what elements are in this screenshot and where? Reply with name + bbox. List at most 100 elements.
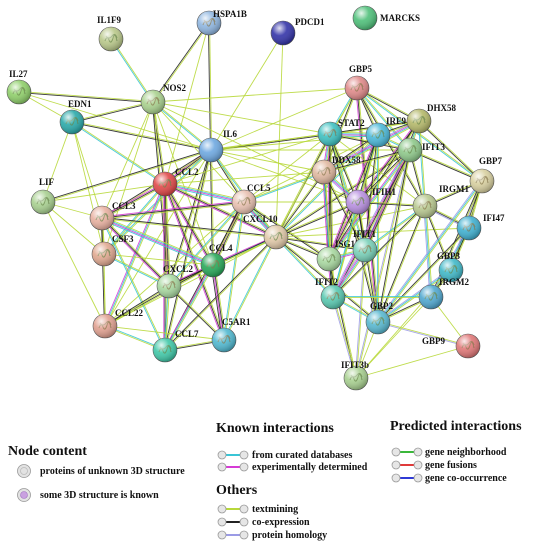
- node-ifit3[interactable]: IFIT3: [397, 137, 446, 163]
- edge-ifit3-ddx58: [324, 150, 411, 174]
- node-ifit1[interactable]: IFIT1: [352, 229, 378, 263]
- node-irf9[interactable]: IRF9: [365, 116, 406, 148]
- node-il6[interactable]: IL6: [198, 129, 238, 163]
- node-gbp2[interactable]: GBP2: [365, 301, 394, 335]
- edge-il1f9-nos2: [110, 39, 153, 103]
- node-marcks[interactable]: MARCKS: [352, 5, 420, 31]
- edge-cxcl10-ccl7: [165, 237, 277, 351]
- edge-ccl4-ccl22: [105, 265, 214, 327]
- edge-nos2-cxcl10: [152, 101, 277, 238]
- node-edn1-gloss: [60, 110, 84, 134]
- node-gbp9[interactable]: GBP9: [422, 333, 481, 359]
- node-ifih1[interactable]: IFIH1: [345, 187, 397, 215]
- node-ifit2[interactable]: IFIT2: [315, 277, 346, 310]
- node-gbp3[interactable]: GBP3: [437, 251, 464, 283]
- node-ccl4-label: CCL4: [209, 243, 233, 253]
- edge-ddx58-ifit1: [323, 172, 365, 251]
- edge-hspa1b-nos2: [153, 23, 210, 103]
- node-ddx58[interactable]: DDX58: [311, 155, 361, 185]
- node-ccl7[interactable]: CCL7: [152, 329, 199, 363]
- node-ccl3[interactable]: CCL3: [89, 201, 136, 231]
- node-cxcl10-label: CXCL10: [243, 214, 278, 224]
- legend-coexpression-label: co-expression: [252, 517, 310, 528]
- edge-ccl5-ddx58: [244, 172, 325, 203]
- node-gbp5[interactable]: GBP5: [344, 64, 373, 101]
- leg-fusion-end-2: [413, 460, 423, 470]
- node-gbp7[interactable]: GBP7: [469, 156, 503, 194]
- node-nos2[interactable]: NOS2: [140, 83, 187, 115]
- edge-ccl5-cxcl2: [168, 201, 244, 286]
- edge-cxcl10-c5ar1: [223, 236, 276, 340]
- edge-ddx58-ifit1: [324, 171, 366, 250]
- edge-hspa1b-il6: [207, 23, 211, 151]
- edge-ccl2-cxcl10: [164, 183, 277, 238]
- node-stat2-label: STAT2: [338, 118, 365, 128]
- node-il1f9[interactable]: IL1F9: [97, 15, 124, 52]
- edge-ifit3-ifit2: [332, 149, 410, 297]
- edge-ccl2-ccl22: [105, 184, 167, 327]
- node-cxcl2[interactable]: CXCL2: [156, 264, 194, 299]
- edge-ccl4-c5ar1: [214, 264, 227, 340]
- edge-ccl2-ccl22: [103, 183, 165, 326]
- edge-cxcl10-ccl7: [164, 236, 276, 350]
- node-irgm1[interactable]: IRGM1: [412, 184, 469, 219]
- node-ifit3b[interactable]: IFIT3b: [341, 360, 369, 391]
- node-ddx58-label: DDX58: [332, 155, 361, 165]
- edge-gbp9-ifit3b: [355, 345, 469, 379]
- node-il27[interactable]: IL27: [6, 69, 32, 105]
- edge-cxcl10-ccl3: [102, 216, 277, 237]
- node-pdcd1[interactable]: PDCD1: [270, 17, 325, 46]
- edge-nos2-ccl3: [101, 101, 154, 219]
- edge-dhx58-irgm1: [417, 121, 425, 207]
- node-ifit2-label: IFIT2: [315, 277, 339, 287]
- edge-edn1-ccl2: [71, 122, 165, 185]
- edge-ccl3-ccl4: [101, 218, 213, 266]
- node-dhx58-gloss: [407, 109, 431, 133]
- edge-ccl3-ccl7: [102, 217, 166, 350]
- edge-dhx58-irgm1: [419, 120, 427, 206]
- node-ddx58-gloss: [312, 160, 336, 184]
- edge-dhx58-ifih1: [357, 120, 420, 203]
- edge-irgm1-gbp2: [377, 205, 425, 322]
- node-stat2[interactable]: STAT2: [317, 118, 365, 147]
- node-ccl4[interactable]: CCL4: [200, 243, 233, 278]
- edge-edn1-csf3: [71, 121, 105, 255]
- edge-cxcl10-ifih1: [275, 201, 358, 237]
- node-c5ar1[interactable]: C5AR1: [211, 317, 251, 353]
- edge-irgm1-irgm2: [423, 206, 431, 298]
- node-ccl2[interactable]: CCL2: [152, 167, 199, 197]
- node-irgm2[interactable]: IRGM2: [418, 277, 469, 310]
- node-dhx58[interactable]: DHX58: [406, 103, 456, 134]
- node-lif[interactable]: LIF: [30, 177, 56, 215]
- node-edn1[interactable]: EDN1: [59, 99, 92, 135]
- node-csf3[interactable]: CSF3: [91, 234, 134, 267]
- node-stat2-gloss: [318, 122, 342, 146]
- node-cxcl10[interactable]: CXCL10: [243, 214, 289, 250]
- node-gbp2-gloss: [366, 310, 390, 334]
- node-isg15[interactable]: ISG15: [316, 239, 360, 272]
- edge-nos2-ccl2: [153, 101, 167, 184]
- node-ccl5[interactable]: CCL5: [231, 183, 271, 215]
- node-hspa1b[interactable]: HSPA1B: [196, 9, 247, 36]
- edge-cxcl10-ifit1: [275, 237, 365, 252]
- edge-il27-nos2: [19, 90, 154, 102]
- edge-il6-cxcl2: [169, 150, 213, 287]
- node-ifih1-gloss: [346, 190, 370, 214]
- node-cxcl2-label: CXCL2: [163, 264, 194, 274]
- legend-curated-swatch: [217, 450, 249, 460]
- node-ccl22[interactable]: CCL22: [92, 308, 144, 339]
- node-il27-gloss: [7, 80, 31, 104]
- edge-irgm1-ifit2: [332, 205, 425, 297]
- edge-stat2-gbp2: [330, 133, 380, 322]
- node-marcks-label: MARCKS: [380, 13, 420, 23]
- node-irf9-label: IRF9: [386, 116, 406, 126]
- legend-node-content-title: Node content: [8, 444, 87, 459]
- node-c5ar1-gloss: [212, 328, 236, 352]
- edge-hspa1b-ccl2: [164, 22, 210, 185]
- edge-edn1-nos2: [71, 100, 153, 122]
- node-ifi47[interactable]: IFI47: [456, 213, 505, 241]
- edge-il6-ccl22: [104, 149, 212, 327]
- edge-nos2-gbp5: [152, 87, 358, 103]
- edge-ccl4-c5ar1: [211, 265, 224, 341]
- edge-ccl2-stat2: [164, 133, 331, 185]
